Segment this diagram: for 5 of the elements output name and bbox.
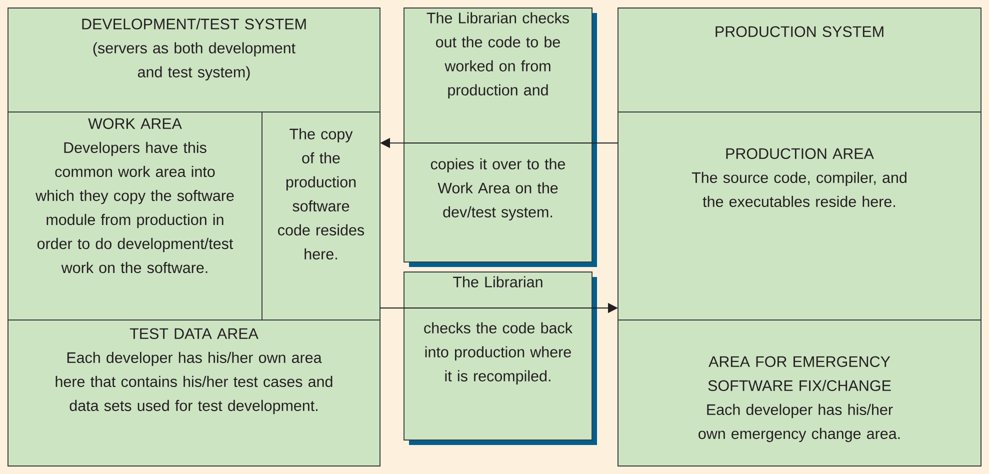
area-box: PRODUCTION AREA The source code, compiler, and the executables reside here. xyxy=(618,112,982,320)
note-box: The Librarian checks out the code to be worked on from production and copies it over to the Work Area on the dev/test system. xyxy=(404,8,597,267)
area-box: The copy of the production software code resides here. xyxy=(262,112,380,320)
area-box: AREA FOR EMERGENCY SOFTWARE FIX/CHANGE Each developer has his/her own emergency change area. xyxy=(618,320,982,466)
note-box: The Librarian checks the code back into production where it is recompiled. xyxy=(404,272,597,445)
